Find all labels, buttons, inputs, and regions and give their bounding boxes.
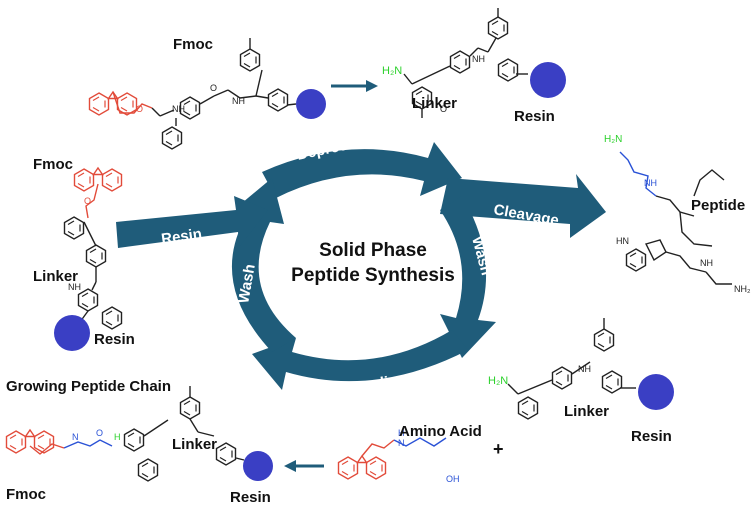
- molecule-peptide: H₂N NH HN NH NH₂: [604, 134, 751, 294]
- molecule-amino-acid: H N OH: [339, 428, 460, 484]
- atom-h: H: [114, 432, 121, 442]
- atom-nh: NH: [700, 258, 713, 268]
- top-transition-arrow: [331, 80, 378, 92]
- label-fmoc-top: Fmoc: [173, 36, 214, 53]
- plus-sign: +: [493, 439, 504, 459]
- resin-bead-left: [54, 315, 90, 351]
- atom-nh: NH: [578, 364, 591, 374]
- label-linker-right: Linker: [564, 403, 610, 420]
- wash-left-step-label: Wash: [235, 263, 259, 305]
- label-peptide: Peptide: [691, 197, 746, 214]
- molecule-h2n-linker-resin-right: H₂N NH: [488, 318, 636, 420]
- resin-bead-bottom: [243, 451, 273, 481]
- atom-nh: NH: [472, 54, 485, 64]
- atom-o: O: [210, 83, 217, 93]
- label-resin-right: Resin: [631, 428, 672, 445]
- coupling-arrow: [252, 330, 468, 390]
- atom-nh2: NH₂: [734, 284, 751, 294]
- resin-bead-right: [638, 374, 674, 410]
- atom-n: N: [72, 432, 79, 442]
- atom-h: H: [398, 428, 405, 438]
- molecule-growing-chain: N O H: [7, 386, 245, 482]
- atom-o: O: [136, 104, 143, 114]
- bottom-transition-arrow: [284, 460, 324, 472]
- resin-bead-top-right: [530, 62, 566, 98]
- molecule-fmoc-linker-resin-top: NH NH O O: [90, 38, 297, 150]
- atom-nh: NH: [172, 104, 185, 114]
- label-linker-bottom: Linker: [172, 436, 218, 453]
- label-resin-bottom: Resin: [230, 489, 271, 506]
- label-fmoc-left: Fmoc: [33, 156, 74, 173]
- resin-step-label: Resin: [160, 225, 203, 248]
- atom-h2n: H₂N: [382, 65, 402, 77]
- cleavage-arrow: [440, 174, 606, 238]
- atom-h2n: H₂N: [488, 375, 508, 387]
- title-line-2: Peptide Synthesis: [291, 265, 455, 286]
- title-line-1: Solid Phase: [319, 240, 427, 261]
- label-linker-left: Linker: [33, 268, 79, 285]
- label-fmoc-bottom: Fmoc: [6, 486, 47, 503]
- label-amino-acid: Amino Acid: [399, 423, 482, 440]
- atom-nh: NH: [232, 96, 245, 106]
- wash-right-arrow: [440, 196, 496, 358]
- cycle-arrows: [116, 142, 606, 390]
- atom-o: O: [440, 104, 447, 114]
- atom-nh: NH: [68, 282, 81, 292]
- atom-h2n: H₂N: [604, 134, 622, 145]
- deprotection-arrow: [262, 142, 462, 198]
- molecule-fmoc-linker-resin-left: O NH: [63, 168, 123, 330]
- label-linker-top: Linker: [412, 95, 458, 112]
- atom-oh: OH: [446, 474, 460, 484]
- atom-o: O: [84, 196, 91, 206]
- resin-bead-top-left: [296, 89, 326, 119]
- diagram-center-title: Solid Phase Peptide Synthesis: [258, 238, 488, 288]
- label-resin-left: Resin: [94, 331, 135, 348]
- atom-hn: HN: [616, 236, 629, 246]
- molecule-h2n-linker-resin-top: H₂N NH O: [382, 8, 528, 118]
- atom-o: O: [96, 428, 103, 438]
- atom-nh: NH: [644, 178, 657, 188]
- resin-arrow: [116, 196, 268, 248]
- label-growing-chain: Growing Peptide Chain: [6, 378, 172, 395]
- label-resin-top: Resin: [514, 108, 555, 125]
- atom-n: N: [398, 438, 405, 448]
